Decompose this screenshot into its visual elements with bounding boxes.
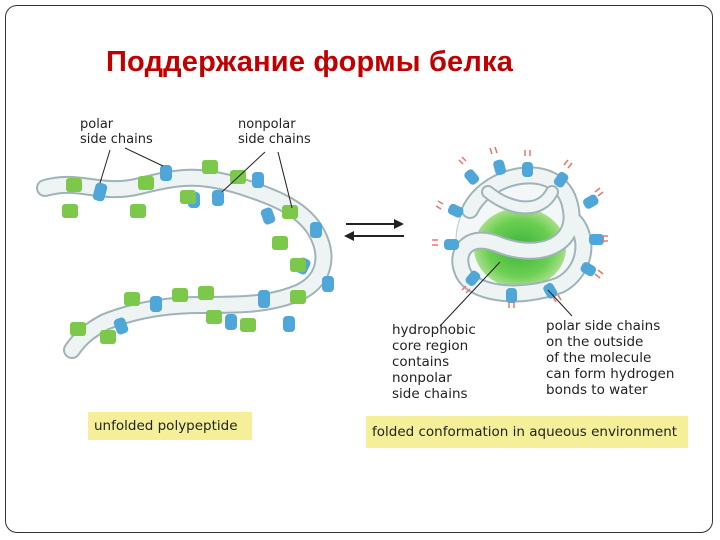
nonpolar-side-chain-group [62,160,306,344]
label-polar-side-chains: polar side chains [80,117,153,147]
equilibrium-arrows-icon [344,219,404,241]
slide-title: Поддержание формы белка [106,46,514,78]
folded-protein [432,146,608,327]
unfolded-polypeptide [36,147,334,359]
caption-unfolded: unfolded polypeptide [88,412,252,440]
pointer-lines-folded [439,261,573,327]
surface-polar-chains [444,159,604,303]
label-nonpolar-side-chains: nonpolar side chains [238,117,311,147]
label-hydrophobic-core: hydrophobic core region contains nonpola… [392,322,476,402]
label-surface-polar-chains: polar side chains on the outside of the … [546,318,675,398]
water-hydrogen-bonds [432,146,608,308]
caption-folded: folded conformation in aqueous environme… [366,416,688,448]
pointer-lines-unfolded [99,147,293,209]
